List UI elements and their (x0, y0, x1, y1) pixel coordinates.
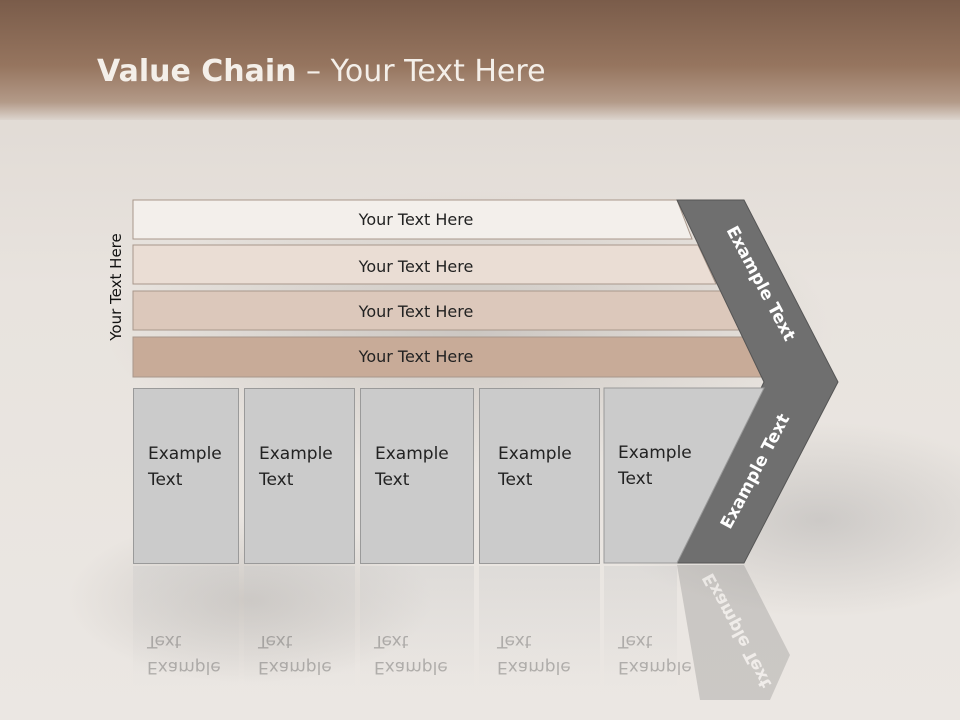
bar-shape-2 (132, 244, 717, 285)
bar-label-2: Your Text Here (358, 257, 474, 276)
chevron-reflection-shape (677, 565, 790, 700)
bar-label-4: Your Text Here (358, 347, 474, 366)
bar-row-2[interactable]: Your Text Here (132, 244, 717, 285)
bar-row-4[interactable]: Your Text Here (132, 336, 765, 378)
title-bold: Value Chain (97, 54, 297, 89)
title-banner (0, 0, 960, 120)
bar-row-3[interactable]: Your Text Here (132, 290, 741, 331)
bar-label-3: Your Text Here (358, 302, 474, 321)
bar-shape-1 (132, 199, 693, 240)
title-rest: – Your Text Here (296, 54, 546, 89)
bar-row-1[interactable]: Your Text Here (132, 199, 693, 240)
chevron-shape (676, 199, 839, 564)
page-title: Value Chain – Your Text Here (97, 54, 546, 89)
last-column-shape[interactable] (603, 387, 765, 564)
bar-label-1: Your Text Here (358, 210, 474, 229)
